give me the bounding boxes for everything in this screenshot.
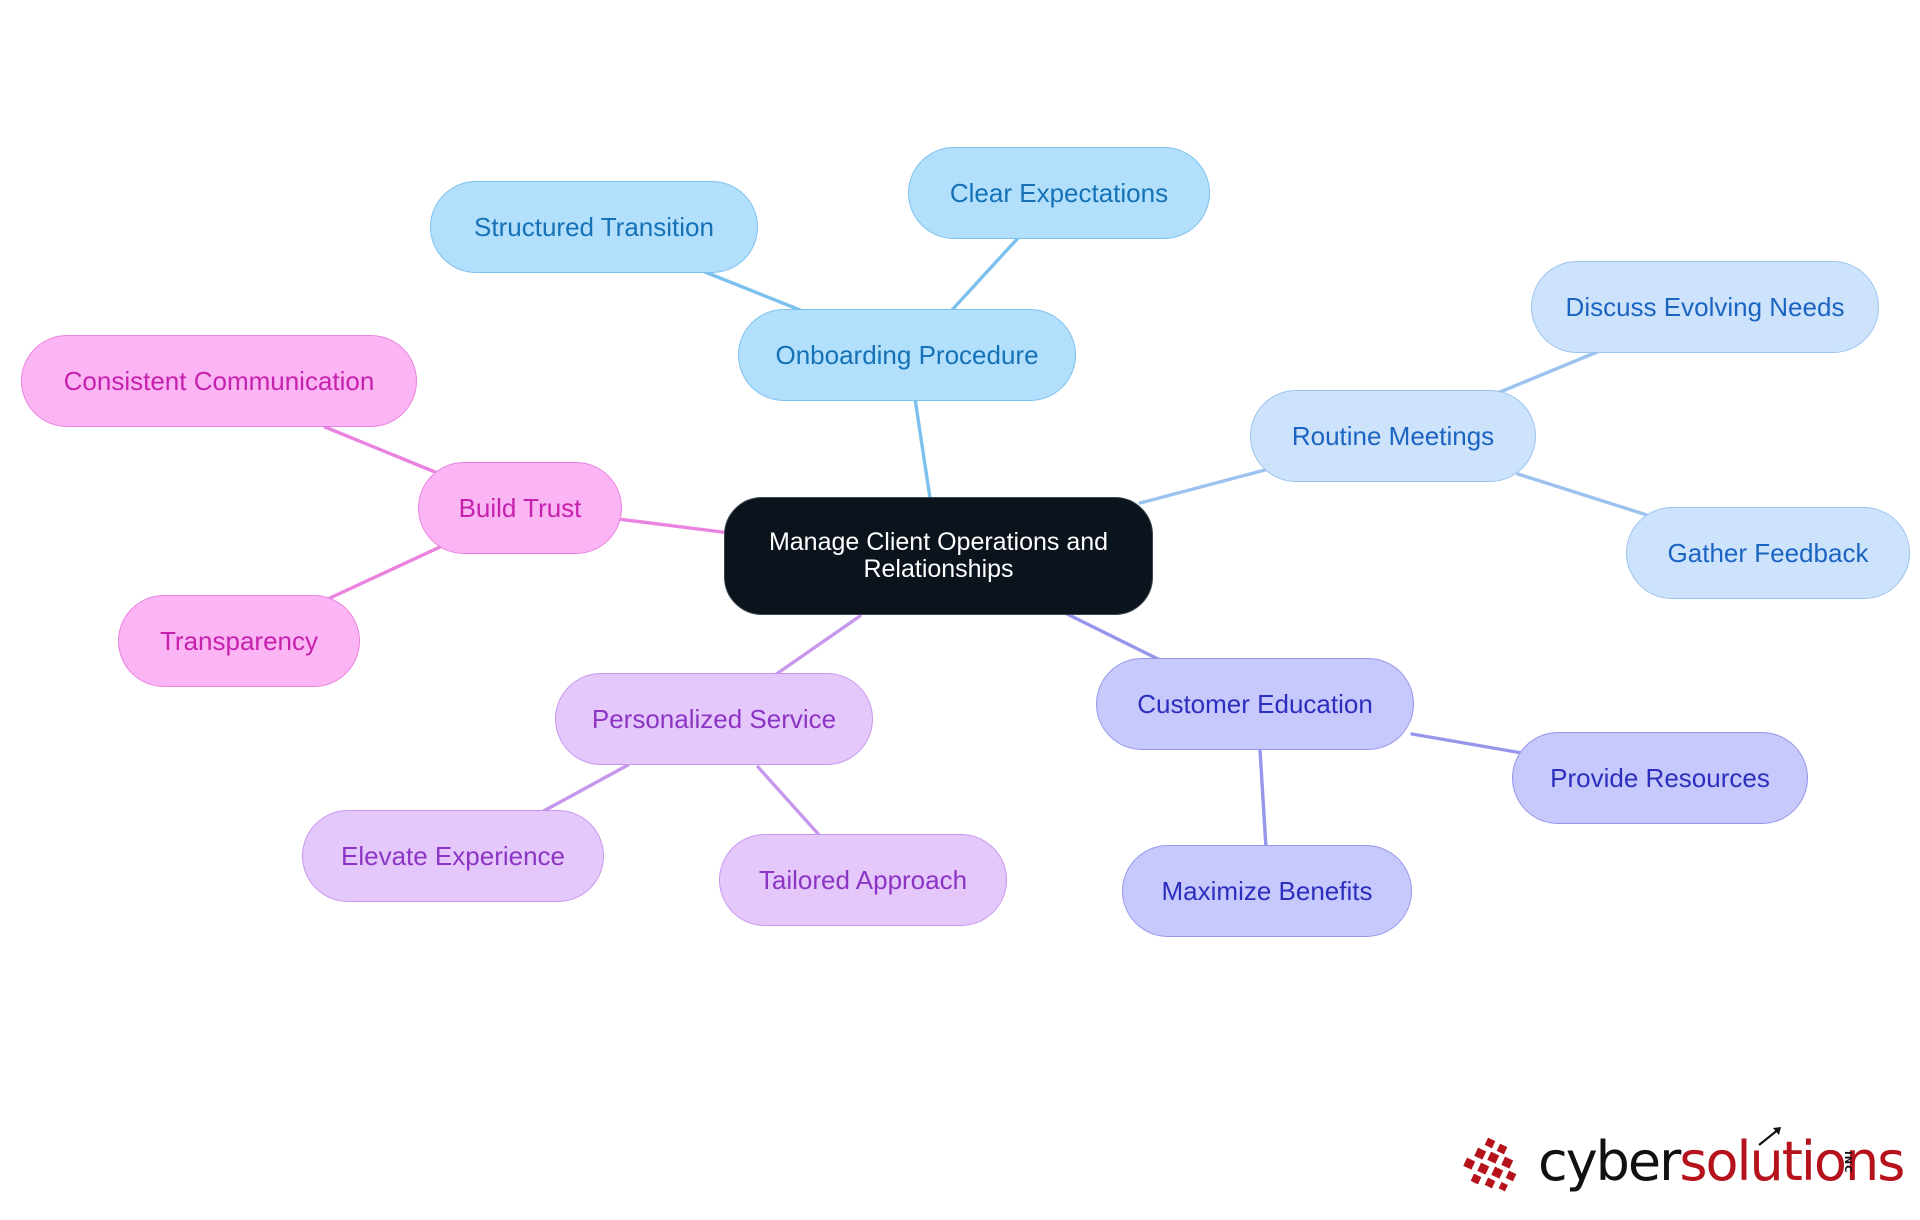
edge-education-resources — [1410, 732, 1524, 755]
branch-label: Onboarding Procedure — [775, 340, 1039, 370]
branch-customer-education[interactable]: Customer Education — [1096, 658, 1414, 750]
branch-build-trust[interactable]: Build Trust — [418, 462, 622, 554]
leaf-label: Gather Feedback — [1667, 538, 1869, 568]
leaf-label: Elevate Experience — [340, 841, 566, 871]
edge-education-benefits — [1258, 748, 1268, 850]
branch-label: Personalized Service — [591, 704, 837, 734]
leaf-label: Consistent Communication — [63, 366, 375, 396]
branch-label: Customer Education — [1137, 689, 1373, 719]
edge-trust-transparency — [328, 545, 442, 600]
logo-pixel-squares-icon — [1463, 1137, 1517, 1192]
leaf-maximize-benefits[interactable]: Maximize Benefits — [1122, 845, 1412, 937]
root-label: Manage Client Operations and Relationshi… — [768, 528, 1109, 583]
edge-trust-consistent — [323, 425, 437, 474]
leaf-label: Structured Transition — [474, 212, 714, 242]
branch-label: Routine Meetings — [1291, 421, 1495, 451]
edge-root-trust — [616, 517, 732, 535]
logo-wordmark: cybersolutions — [1538, 1127, 1905, 1197]
leaf-transparency[interactable]: Transparency — [118, 595, 360, 687]
leaf-label: Discuss Evolving Needs — [1565, 292, 1845, 322]
branch-label: Build Trust — [458, 493, 582, 523]
edge-root-personalized — [773, 614, 862, 677]
leaf-label: Maximize Benefits — [1161, 876, 1373, 906]
cybersolutions-logo: cybersolutions INC — [1462, 1125, 1905, 1205]
logo-text-red: solutions — [1679, 1130, 1905, 1193]
edge-root-education — [1063, 611, 1162, 662]
leaf-tailored-approach[interactable]: Tailored Approach — [719, 834, 1007, 926]
leaf-provide-resources[interactable]: Provide Resources — [1512, 732, 1808, 824]
leaf-discuss-evolving-needs[interactable]: Discuss Evolving Needs — [1531, 261, 1879, 353]
logo-inc-label: INC — [1842, 1151, 1853, 1174]
edge-root-meetings — [1138, 468, 1267, 505]
logo-text-dark: cyber — [1538, 1130, 1681, 1193]
edge-meetings-feedback — [1516, 472, 1652, 518]
edge-onboarding-structured — [703, 270, 802, 312]
branch-routine-meetings[interactable]: Routine Meetings — [1250, 390, 1536, 482]
root-node[interactable]: Manage Client Operations and Relationshi… — [724, 497, 1153, 615]
leaf-label: Transparency — [160, 626, 318, 656]
leaf-gather-feedback[interactable]: Gather Feedback — [1626, 507, 1910, 599]
edge-personalized-elevate — [538, 763, 630, 815]
logo-arrow-icon — [1758, 1127, 1781, 1146]
edge-onboarding-clear — [950, 236, 1020, 312]
leaf-consistent-communication[interactable]: Consistent Communication — [21, 335, 417, 427]
branch-personalized-service[interactable]: Personalized Service — [555, 673, 873, 765]
leaf-label: Tailored Approach — [758, 865, 968, 895]
leaf-clear-expectations[interactable]: Clear Expectations — [908, 147, 1210, 239]
leaf-label: Provide Resources — [1550, 763, 1770, 793]
leaf-label: Clear Expectations — [949, 178, 1169, 208]
branch-onboarding-procedure[interactable]: Onboarding Procedure — [738, 309, 1076, 401]
edge-meetings-discuss — [1498, 348, 1604, 394]
edge-personalized-tailored — [756, 765, 822, 838]
leaf-structured-transition[interactable]: Structured Transition — [430, 181, 758, 273]
leaf-elevate-experience[interactable]: Elevate Experience — [302, 810, 604, 902]
edge-root-onboarding — [912, 390, 932, 500]
